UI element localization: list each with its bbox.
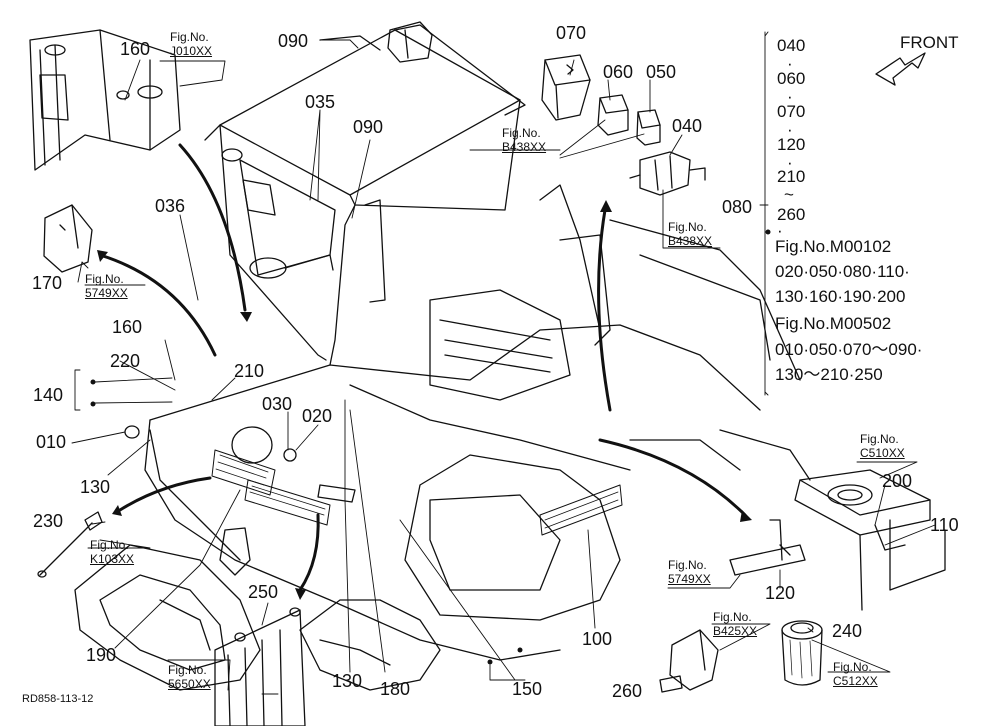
fig-ref-c510: Fig.No.C510XX [860,432,905,460]
side-list-fig-m00502: Fig.No.M00502 [775,314,892,333]
side-list-m00502-line2: 130～210·250 [775,365,883,384]
callout-090-top: 090 [278,31,309,51]
callout-180: 180 [380,679,411,699]
fig-ref-k103: Fig.No.K103XX [90,538,134,566]
side-list-dot: · [787,153,793,172]
gas-spring-230-drawing [37,511,103,578]
fig-code: 5749XX [668,572,711,586]
callout-050: 050 [646,62,677,82]
side-list-dot: · [787,120,793,139]
callout-010: 010 [36,432,67,452]
fig-code: C512XX [833,674,878,688]
relay-parts-drawing [541,54,706,196]
side-list-m00502-line1: 010·050·070～090· [775,340,923,359]
callout-130-bottom: 130 [332,671,363,691]
fig-code: C510XX [860,446,905,460]
callout-150: 150 [512,679,543,699]
fig-code: K103XX [90,552,135,566]
cabin-drawing [204,24,526,366]
side-list-dot: · [777,221,783,240]
fig-code: B425XX [713,624,758,638]
callout-160-mid: 160 [112,317,143,337]
fig-code: B438XX [502,140,547,154]
fig-prefix: Fig.No. [502,126,541,140]
callout-040: 040 [672,116,703,136]
arrow-heads [97,200,752,600]
callout-070: 070 [556,23,587,43]
light-170-drawing [43,204,93,273]
fig-ref-c512: Fig.No.C512XX [833,660,878,688]
side-list-070: 070 [777,102,806,121]
fig-code: B438XX [668,234,713,248]
callout-250: 250 [248,582,279,602]
fig-prefix: Fig.No. [170,30,209,44]
beacon-090-drawing [319,21,433,63]
callout-170: 170 [32,273,63,293]
callout-210: 210 [234,361,265,381]
callout-230: 230 [33,511,64,531]
fig-prefix: Fig.No. [90,538,129,552]
rear-frame-drawing [29,29,181,171]
side-list-260: 260 [777,205,806,224]
fig-prefix: Fig.No. [668,558,707,572]
fig-prefix: Fig.No. [85,272,124,286]
fig-prefix: Fig.No. [833,660,872,674]
fig-code: 5650XX [168,677,211,691]
assembly-arrows [98,143,747,592]
callout-060: 060 [603,62,634,82]
front-label: FRONT [900,33,959,52]
fig-ref-b438-b: Fig.No.B438XX [668,220,712,248]
side-list-210: 210 [777,167,806,186]
callout-020: 020 [302,406,333,426]
fig-prefix: Fig.No. [668,220,707,234]
fig-ref-b438-a: Fig.No.B438XX [502,126,546,154]
fig-code: 5749XX [85,286,128,300]
callout-260: 260 [612,681,643,701]
callout-030: 030 [262,394,293,414]
callout-035: 035 [305,92,336,112]
side-list-120: 120 [777,135,806,154]
callout-130-left: 130 [80,477,111,497]
fig-prefix: Fig.No. [168,663,207,677]
body-drawing [74,184,811,691]
bracket-filter-drawing [659,469,946,693]
side-list-fig-m00102: Fig.No.M00102 [775,237,892,256]
fig-ref-5749-b: Fig.No.5749XX [668,558,711,586]
drawing-id: RD858-113-12 [22,693,94,705]
side-list-040: 040 [777,36,806,55]
front-arrow-icon [875,52,926,86]
fig-ref-5749-a: Fig.No.5749XX [85,272,128,300]
callout-100: 100 [582,629,613,649]
callout-120: 120 [765,583,796,603]
side-list-m00102-line2: 130·160·190·200 [775,287,906,306]
side-list-m00102-line1: 020·050·080·110· [775,262,910,281]
leader-lines [71,31,936,695]
callout-090-mid: 090 [353,117,384,137]
callout-160-top: 160 [120,39,151,59]
fig-prefix: Fig.No. [860,432,899,446]
fig-prefix: Fig.No. [713,610,752,624]
side-list-dot: · [787,87,793,106]
fig-code: J010XX [170,44,213,58]
callout-240: 240 [832,621,863,641]
side-list-dot: · [787,54,793,73]
callout-190: 190 [86,645,117,665]
fig-ref-b425: Fig.No.B425XX [713,610,757,638]
fig-ref-5650: Fig.No.5650XX [168,663,211,691]
callout-200: 200 [882,471,913,491]
callout-110: 110 [930,515,959,535]
callout-036: 036 [155,196,186,216]
fastener-dots [90,229,771,665]
side-list-060: 060 [777,69,806,88]
fig-ref-j010: Fig.No.J010XX [170,30,212,58]
callout-140: 140 [33,385,64,405]
grille-5650-drawing [214,607,306,726]
side-list-tilde: ~ [784,185,794,204]
callout-220: 220 [110,351,141,371]
callout-080: 080 [722,197,753,217]
